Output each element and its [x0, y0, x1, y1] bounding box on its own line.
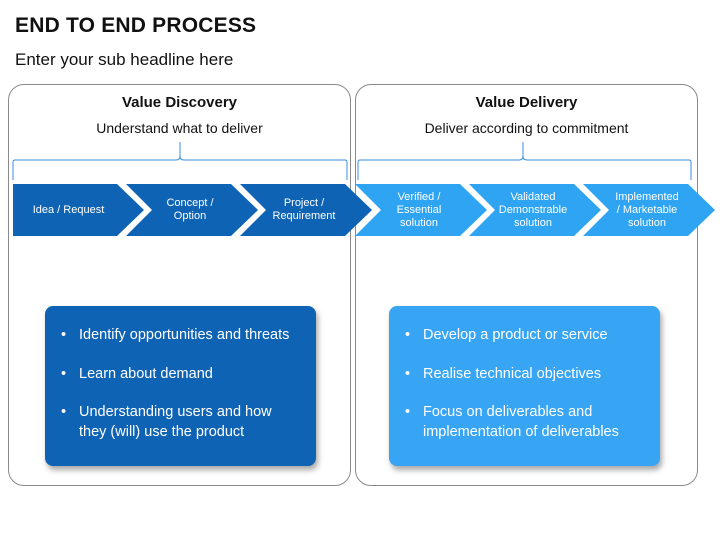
value-delivery-activities: Develop a product or service Realise tec…	[389, 306, 660, 466]
value-discovery-panel: Value Discovery Understand what to deliv…	[8, 84, 351, 486]
value-discovery-subtitle: Understand what to deliver	[96, 120, 263, 136]
step-label: Idea / Request	[32, 203, 105, 216]
value-delivery-subtitle: Deliver according to commitment	[424, 120, 629, 136]
value-delivery-panel: Value Delivery Deliver according to comm…	[355, 84, 698, 486]
list-item: Identify opportunities and threats	[61, 326, 302, 346]
page-title: END TO END PROCESS	[15, 14, 257, 37]
step-label: Project / Requirement	[272, 197, 336, 222]
value-discovery-title: Value Discovery	[121, 94, 238, 111]
page-subtitle: Enter your sub headline here	[15, 50, 234, 69]
step-label: Validated Demonstrable solution	[498, 190, 568, 229]
step-validated-demonstrable: Validated Demonstrable solution	[469, 184, 601, 236]
step-label: Implemented / Marketable solution	[615, 190, 679, 229]
step-concept-option: Concept / Option	[126, 184, 258, 236]
step-verified-essential: Verified / Essential solution	[355, 184, 487, 236]
step-label: Verified / Essential solution	[396, 190, 442, 229]
value-discovery-brace	[12, 142, 348, 180]
list-item: Realise technical objectives	[405, 365, 646, 385]
step-idea-request: Idea / Request	[13, 184, 144, 236]
list-item: Understanding users and how they (will) …	[61, 403, 302, 442]
step-label: Concept / Option	[166, 197, 214, 222]
value-discovery-activities: Identify opportunities and threats Learn…	[45, 306, 316, 466]
step-project-requirement: Project / Requirement	[240, 184, 372, 236]
value-delivery-title: Value Delivery	[475, 94, 578, 111]
process-steps: Idea / Request Concept / Option Project …	[0, 184, 720, 236]
list-item: Develop a product or service	[405, 326, 646, 346]
list-item: Focus on deliverables and implementation…	[405, 403, 646, 442]
step-implemented-marketable: Implemented / Marketable solution	[583, 184, 715, 236]
phase-braces	[12, 142, 692, 180]
value-delivery-brace	[357, 142, 692, 180]
list-item: Learn about demand	[61, 365, 302, 385]
